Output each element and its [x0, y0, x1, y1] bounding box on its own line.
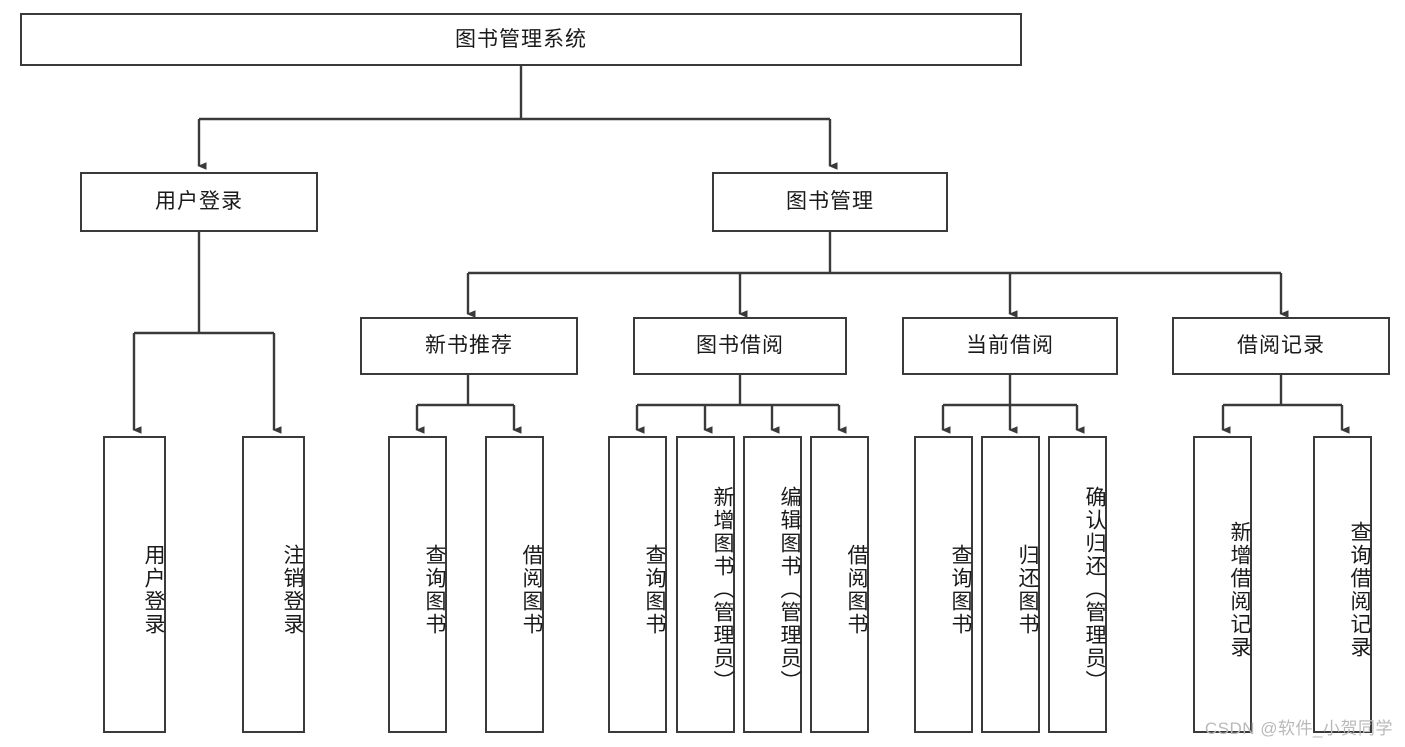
node-label: 借阅图书: [520, 543, 543, 636]
node-label: 查询图书: [423, 543, 446, 636]
node-label: 用户登录: [155, 190, 243, 214]
node-label: 当前借阅: [966, 334, 1054, 358]
node-label: 注销登录: [281, 543, 304, 636]
node-label: 借阅图书: [845, 543, 868, 636]
node-leaf-user-login[interactable]: 用户登录: [103, 436, 166, 733]
node-book-manage[interactable]: 图书管理: [712, 172, 948, 232]
node-label: 图书管理系统: [455, 27, 587, 51]
node-leaf-query-book-borrow[interactable]: 查询图书: [608, 436, 667, 733]
node-label: 借阅记录: [1237, 334, 1325, 358]
node-leaf-user-logout[interactable]: 注销登录: [242, 436, 305, 733]
node-leaf-query-book-current[interactable]: 查询图书: [914, 436, 973, 733]
node-label: 图书管理: [786, 190, 874, 214]
node-user-login[interactable]: 用户登录: [80, 172, 318, 232]
node-label: 图书借阅: [696, 334, 784, 358]
node-book-borrow[interactable]: 图书借阅: [633, 317, 847, 375]
node-label: 查询图书: [643, 543, 666, 636]
node-label: 用户登录: [142, 543, 165, 636]
node-leaf-borrow-book-borrow[interactable]: 借阅图书: [810, 436, 869, 733]
node-leaf-add-book-admin[interactable]: 新增图书（管理员）: [676, 436, 735, 733]
node-label: 新书推荐: [425, 334, 513, 358]
node-leaf-query-borrow-record[interactable]: 查询借阅记录: [1313, 436, 1372, 733]
node-label: 查询图书: [949, 543, 972, 636]
node-leaf-return-book[interactable]: 归还图书: [981, 436, 1040, 733]
node-label: 新增借阅记录: [1228, 520, 1251, 659]
node-label: 新增图书（管理员）: [711, 486, 734, 693]
node-root-book-management-system[interactable]: 图书管理系统: [20, 13, 1022, 66]
node-leaf-borrow-book-new-rec[interactable]: 借阅图书: [485, 436, 544, 733]
node-label: 确认归还（管理员）: [1083, 486, 1106, 693]
node-borrow-record[interactable]: 借阅记录: [1172, 317, 1390, 375]
node-label: 查询借阅记录: [1348, 520, 1371, 659]
node-leaf-confirm-return-admin[interactable]: 确认归还（管理员）: [1048, 436, 1107, 733]
csdn-watermark: CSDN @软件_小贺同学: [1204, 719, 1393, 738]
node-new-book-recommendation[interactable]: 新书推荐: [360, 317, 578, 375]
node-leaf-edit-book-admin[interactable]: 编辑图书（管理员）: [743, 436, 802, 733]
node-label: 编辑图书（管理员）: [778, 486, 801, 693]
node-leaf-query-book-new-rec[interactable]: 查询图书: [388, 436, 447, 733]
node-current-borrow[interactable]: 当前借阅: [902, 317, 1118, 375]
node-leaf-add-borrow-record[interactable]: 新增借阅记录: [1193, 436, 1252, 733]
node-label: 归还图书: [1016, 543, 1039, 636]
